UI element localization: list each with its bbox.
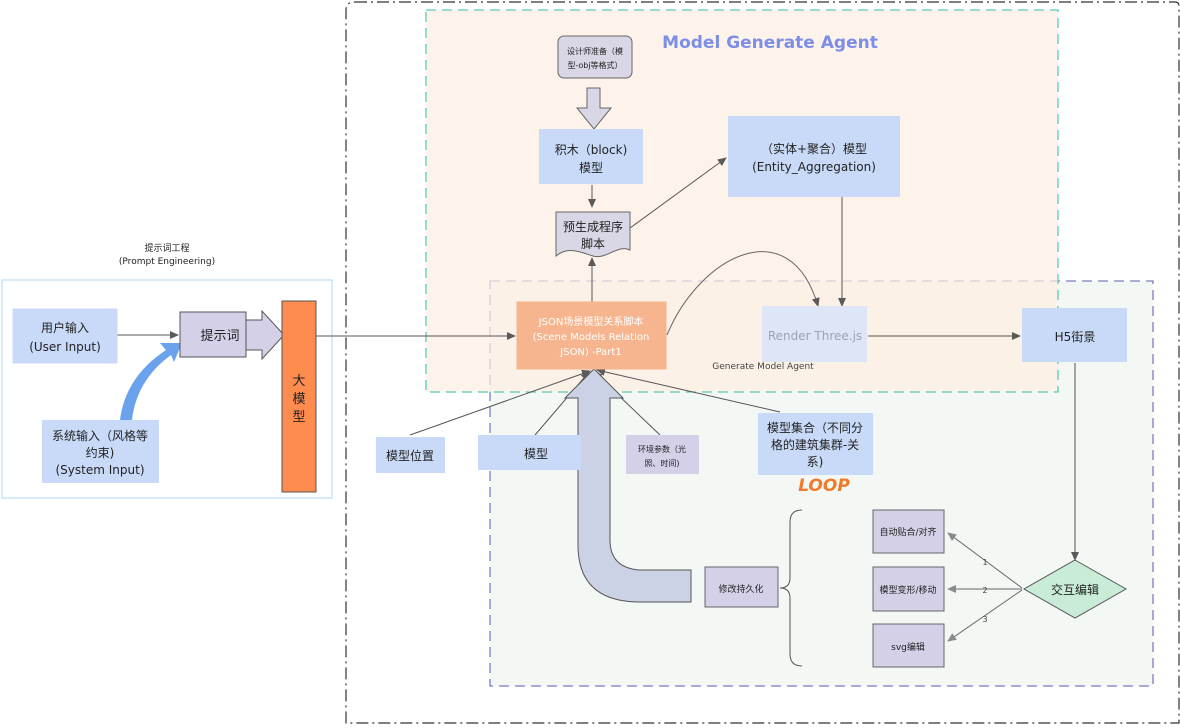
- svg-text:JSON) -Part1: JSON) -Part1: [559, 347, 621, 358]
- edge-script-to-entity: [629, 157, 727, 229]
- svg-text:提示词: 提示词: [200, 328, 239, 344]
- svg-text:系): 系): [807, 455, 824, 469]
- json-script-node: JSON场景模型关系脚本 (Scene Models Relation JSON…: [516, 301, 667, 370]
- svg-text:(User Input): (User Input): [29, 340, 101, 354]
- persist-node: 修改持久化: [704, 566, 779, 608]
- svg-text:型-obj等格式）: 型-obj等格式）: [567, 60, 622, 70]
- edge-modelset-to-json: [596, 367, 781, 413]
- model-set-node: 模型集合（不同分 格的建筑集群-关 系): [758, 413, 873, 475]
- svg-text:模型: 模型: [524, 447, 548, 461]
- curved-arrow-icon: [120, 343, 182, 420]
- auto-snap-node: 自动贴合/对齐: [872, 509, 945, 554]
- loop-arrow-icon: [563, 368, 692, 603]
- prompt-engineering-subtitle: (Prompt Engineering): [119, 257, 215, 267]
- edge-edit-to-autosnap: [947, 532, 1023, 589]
- edge-edit-to-svg: [947, 589, 1023, 642]
- generate-model-agent-label: Generate Model Agent: [712, 362, 814, 372]
- svg-text:模型位置: 模型位置: [386, 448, 434, 463]
- svg-text:用户输入: 用户输入: [41, 320, 89, 335]
- svg-text:Render Three.js: Render Three.js: [768, 329, 862, 343]
- edge-label-2: 2: [982, 586, 987, 595]
- render-node: Render Three.js: [762, 306, 867, 362]
- svg-text:积木（block): 积木（block): [555, 143, 628, 157]
- svg-text:自动贴合/对齐: 自动贴合/对齐: [879, 526, 936, 538]
- chevron-right-icon: [245, 309, 285, 361]
- svg-text:系统输入（风格等: 系统输入（风格等: [52, 428, 148, 443]
- svg-text:修改持久化: 修改持久化: [718, 583, 763, 595]
- h5-node: H5街景: [1022, 308, 1127, 362]
- down-arrow-icon: [575, 87, 613, 130]
- model-node: 模型: [478, 435, 581, 470]
- user-input-node: 用户输入 (User Input): [12, 308, 118, 364]
- svg-text:格的建筑集群-关: 格的建筑集群-关: [771, 437, 859, 452]
- svg-text:环境参数（光: 环境参数（光: [638, 444, 686, 454]
- svg-text:H5街景: H5街景: [1055, 330, 1096, 344]
- svg-text:（实体+聚合）模型: （实体+聚合）模型: [761, 141, 867, 156]
- loop-label: LOOP: [798, 476, 850, 496]
- svg-text:JSON场景模型关系脚本: JSON场景模型关系脚本: [538, 315, 644, 328]
- edge-json-to-render: [666, 251, 820, 336]
- brace-icon: [779, 509, 803, 667]
- svg-text:svg编辑: svg编辑: [891, 641, 925, 653]
- svg-text:模型: 模型: [579, 161, 603, 175]
- model-generate-agent-title: Model Generate Agent: [662, 33, 878, 53]
- svg-text:(Scene Models Relation: (Scene Models Relation: [533, 332, 650, 343]
- edge-label-3: 3: [982, 615, 987, 624]
- entity-aggregation-node: （实体+聚合）模型 (Entity_Aggregation): [728, 116, 900, 197]
- model-position-node: 模型位置: [376, 437, 445, 473]
- system-input-node: 系统输入（风格等 约束) (System Input): [42, 420, 159, 483]
- prompt-engineering-title: 提示词工程: [144, 243, 189, 254]
- prompt-node: 提示词: [179, 311, 247, 358]
- llm-node: 大 模 型: [281, 300, 317, 493]
- designer-prep-node: 设计师准备（模 型-obj等格式）: [557, 35, 633, 79]
- block-model-node: 积木（block) 模型: [539, 129, 643, 184]
- svg-text:交互编辑: 交互编辑: [1051, 582, 1099, 597]
- svg-text:模: 模: [292, 392, 305, 407]
- pregen-script-node: 预生成程序 脚本: [555, 211, 631, 258]
- svg-text:模型变形/移动: 模型变形/移动: [879, 584, 936, 596]
- svg-text:照、时间): 照、时间): [644, 458, 679, 468]
- svg-text:型: 型: [292, 410, 305, 425]
- svg-text:大: 大: [292, 374, 305, 389]
- svg-text:脚本: 脚本: [581, 236, 605, 251]
- edge-label-1: 1: [982, 558, 987, 567]
- svg-text:约束): 约束): [86, 445, 115, 460]
- svg-text:(System Input): (System Input): [56, 463, 145, 477]
- svg-text:(Entity_Aggregation): (Entity_Aggregation): [752, 160, 876, 174]
- env-params-node: 环境参数（光 照、时间): [626, 435, 699, 474]
- svg-text:模型集合（不同分: 模型集合（不同分: [767, 420, 863, 435]
- edge-position-to-json: [409, 369, 591, 436]
- interactive-edit-node: 交互编辑: [1022, 559, 1128, 619]
- outer-frame: [345, 1, 1180, 724]
- svg-text:设计师准备（模: 设计师准备（模: [567, 46, 623, 56]
- svg-text:预生成程序: 预生成程序: [563, 219, 623, 234]
- transform-node: 模型变形/移动: [872, 566, 945, 612]
- svg-edit-node: svg编辑: [872, 623, 945, 668]
